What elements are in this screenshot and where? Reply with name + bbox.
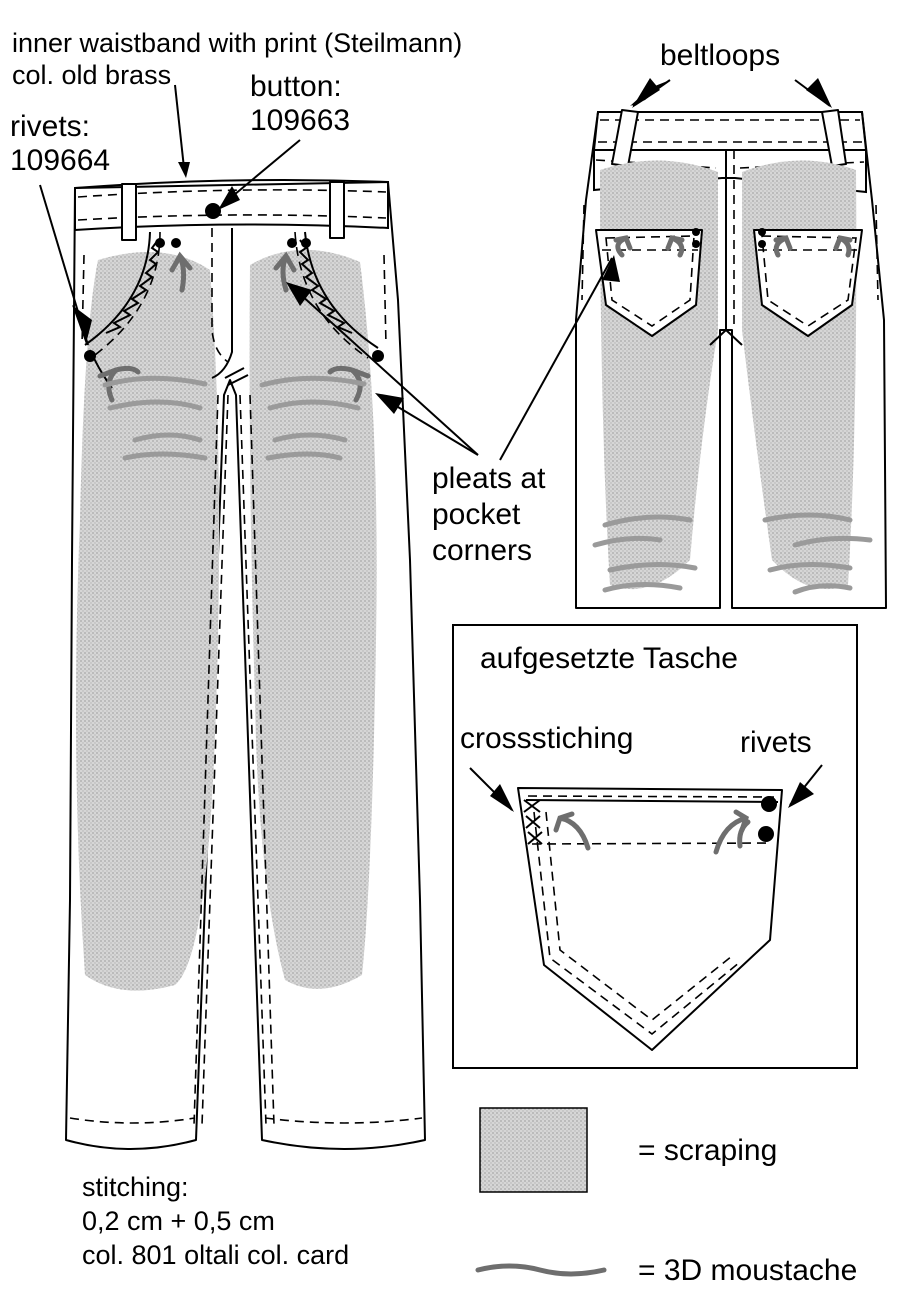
front-pleat-right-corner — [327, 365, 371, 403]
front-pocket-zigzag-left — [105, 239, 160, 334]
legend-moustache-swatch — [475, 1263, 607, 1277]
front-rivet-right-corner — [372, 350, 384, 362]
front-hem-right — [264, 1117, 423, 1124]
front-waistband — [74, 179, 389, 232]
label-button-2: 109663 — [250, 104, 350, 137]
back-moustache-left — [592, 514, 698, 593]
label-inner-waistband-1: inner waistband with print (Steilmann) — [12, 28, 462, 58]
label-pleats-2: pocket — [432, 498, 521, 531]
legend — [475, 1107, 607, 1277]
label-stitching-1: stitching: — [82, 1172, 189, 1202]
label-pocket-box-title: aufgesetzte Tasche — [480, 642, 738, 675]
front-moustache-right — [259, 375, 367, 461]
label-rivets-2: 109664 — [10, 144, 110, 177]
label-rivets-1: rivets: — [10, 110, 90, 143]
detail-pocket-stitching — [533, 811, 741, 1036]
detail-crossstitch — [523, 799, 543, 845]
front-fly — [211, 228, 233, 379]
back-view — [575, 109, 887, 609]
front-pocket-zigzag-right — [298, 239, 353, 334]
label-stitching-3: col. 801 oltali col. card — [82, 1240, 349, 1270]
front-rivet-left-corner — [84, 350, 96, 362]
front-moustache-left — [102, 375, 208, 461]
front-beltloop-left — [121, 183, 137, 241]
back-yoke — [593, 150, 867, 194]
back-beltloop-right — [821, 109, 847, 167]
label-inner-waistband-2: col. old brass — [12, 60, 171, 90]
front-pleat-left-corner — [97, 365, 141, 403]
label-beltloops: beltloops — [660, 39, 780, 72]
label-pleats-3: corners — [432, 534, 532, 567]
detail-rivet-top — [761, 796, 777, 812]
front-rivet-left-top — [171, 238, 181, 248]
front-scraping-right — [249, 249, 377, 989]
front-scraping-left — [76, 252, 220, 991]
legend-moustache-label: = 3D moustache — [638, 1254, 857, 1287]
back-moustache-right — [762, 512, 873, 595]
front-pleat-right-top — [273, 251, 297, 293]
back-pocket-right — [753, 229, 863, 337]
label-button-1: button: — [250, 70, 342, 103]
pocket-detail — [517, 787, 783, 1051]
front-pocket-left — [84, 231, 151, 346]
back-rivet — [692, 228, 700, 236]
legend-scraping-label: = scraping — [638, 1134, 777, 1167]
front-pleat-left-top — [169, 251, 193, 293]
front-beltloop-right — [329, 181, 345, 239]
callout-arrows — [39, 78, 832, 812]
pocket-detail-box — [452, 624, 858, 1069]
front-hem-left — [69, 1117, 196, 1124]
front-inseam-stitching-right — [239, 394, 267, 1126]
label-stitching-2: 0,2 cm + 0,5 cm — [82, 1206, 275, 1236]
front-view — [65, 179, 426, 1150]
front-pocket-right — [304, 231, 379, 349]
detail-rivet-bottom — [758, 826, 774, 842]
label-crossstiching: crossstiching — [460, 722, 633, 755]
legend-scraping-swatch — [479, 1107, 588, 1193]
label-pleats-1: pleats at — [432, 462, 546, 495]
front-button — [205, 203, 221, 219]
front-rivet-right-top — [287, 238, 297, 248]
label-pocket-rivets: rivets — [740, 726, 812, 759]
front-inseam-stitching-left — [201, 394, 229, 1126]
